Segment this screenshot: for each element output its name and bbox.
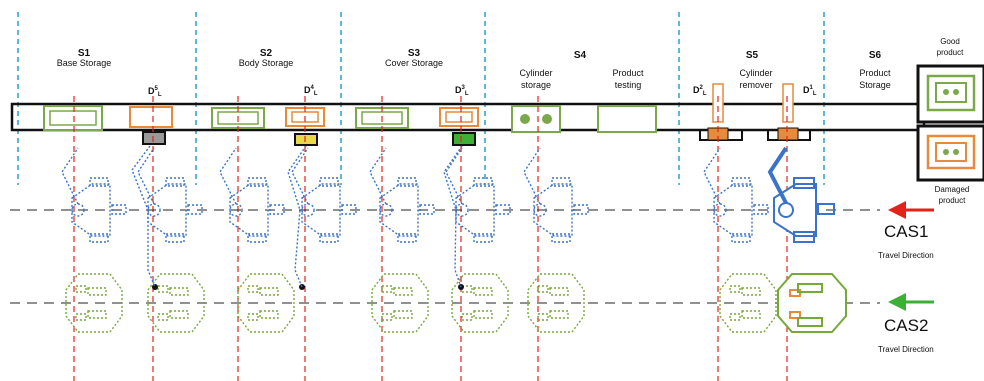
cas2-robot-ghost [237,273,295,333]
rail-containers [43,105,657,133]
detector-label-d2: D2L [693,85,707,97]
station-s1-id: S1 [78,48,91,59]
station-s4-id: S4 [574,50,587,61]
arm-traces [131,145,463,288]
detector-label-d1: D1L [803,85,817,97]
cylinder-container [511,105,561,133]
base-part [129,106,173,128]
cas2-connection-dots [152,284,464,290]
testing-container [597,105,657,133]
cas1-robot-ghost [523,147,589,243]
station-s6-id: S6 [869,50,882,61]
cas1-active-robot [767,146,835,243]
cas1-robot-ghost [61,147,127,243]
station-s3-id: S3 [408,48,421,59]
cas2-robot-positions [65,273,777,333]
detector-d3-sensor [452,132,476,146]
cas2-robot-ghost [65,273,123,333]
good-product-box [916,64,984,124]
cas1-robot-ghost [445,147,511,243]
cas2-robot-ghost [371,273,429,333]
station-s2-id: S2 [260,48,273,59]
cas1-robot-ghost [219,147,285,243]
cas2-direction [888,293,934,311]
detector-label-d5: D5L [148,86,162,98]
cas2-robot-ghost [147,273,205,333]
base-container [43,105,103,131]
detector-label-d3: D3L [455,85,469,97]
cas1-caption: Travel Direction [878,251,934,260]
guide-lines [73,96,788,381]
cylinder-remover-devices [699,83,811,141]
cas2-name: CAS2 [884,316,928,335]
detector-d5-sensor [142,131,166,145]
station-s2-name: Body Storage [239,58,294,68]
cas2-robot-ghost [527,273,585,333]
left-arrow-icon [888,293,906,311]
station-s5-id: S5 [746,50,759,61]
cas1-robot-ghost [137,147,203,243]
detector-d4-sensor [294,133,318,146]
station-s3-name: Cover Storage [385,58,443,68]
cas1-name: CAS1 [884,222,928,241]
cas1-direction [888,201,934,219]
cas2-caption: Travel Direction [878,345,934,354]
cas2-robot-ghost [719,273,777,333]
station-dividers [17,12,825,185]
cas1-robot-positions [61,147,769,243]
cas1-robot-ghost [369,147,435,243]
damaged-product-box [916,124,984,182]
station-s1-name: Base Storage [57,58,112,68]
cas2-active-robot [777,273,847,333]
detector-label-d4: D4L [304,85,318,97]
cas1-robot-ghost [703,147,769,243]
left-arrow-icon [888,201,906,219]
cas1-robot-ghost [291,147,357,243]
